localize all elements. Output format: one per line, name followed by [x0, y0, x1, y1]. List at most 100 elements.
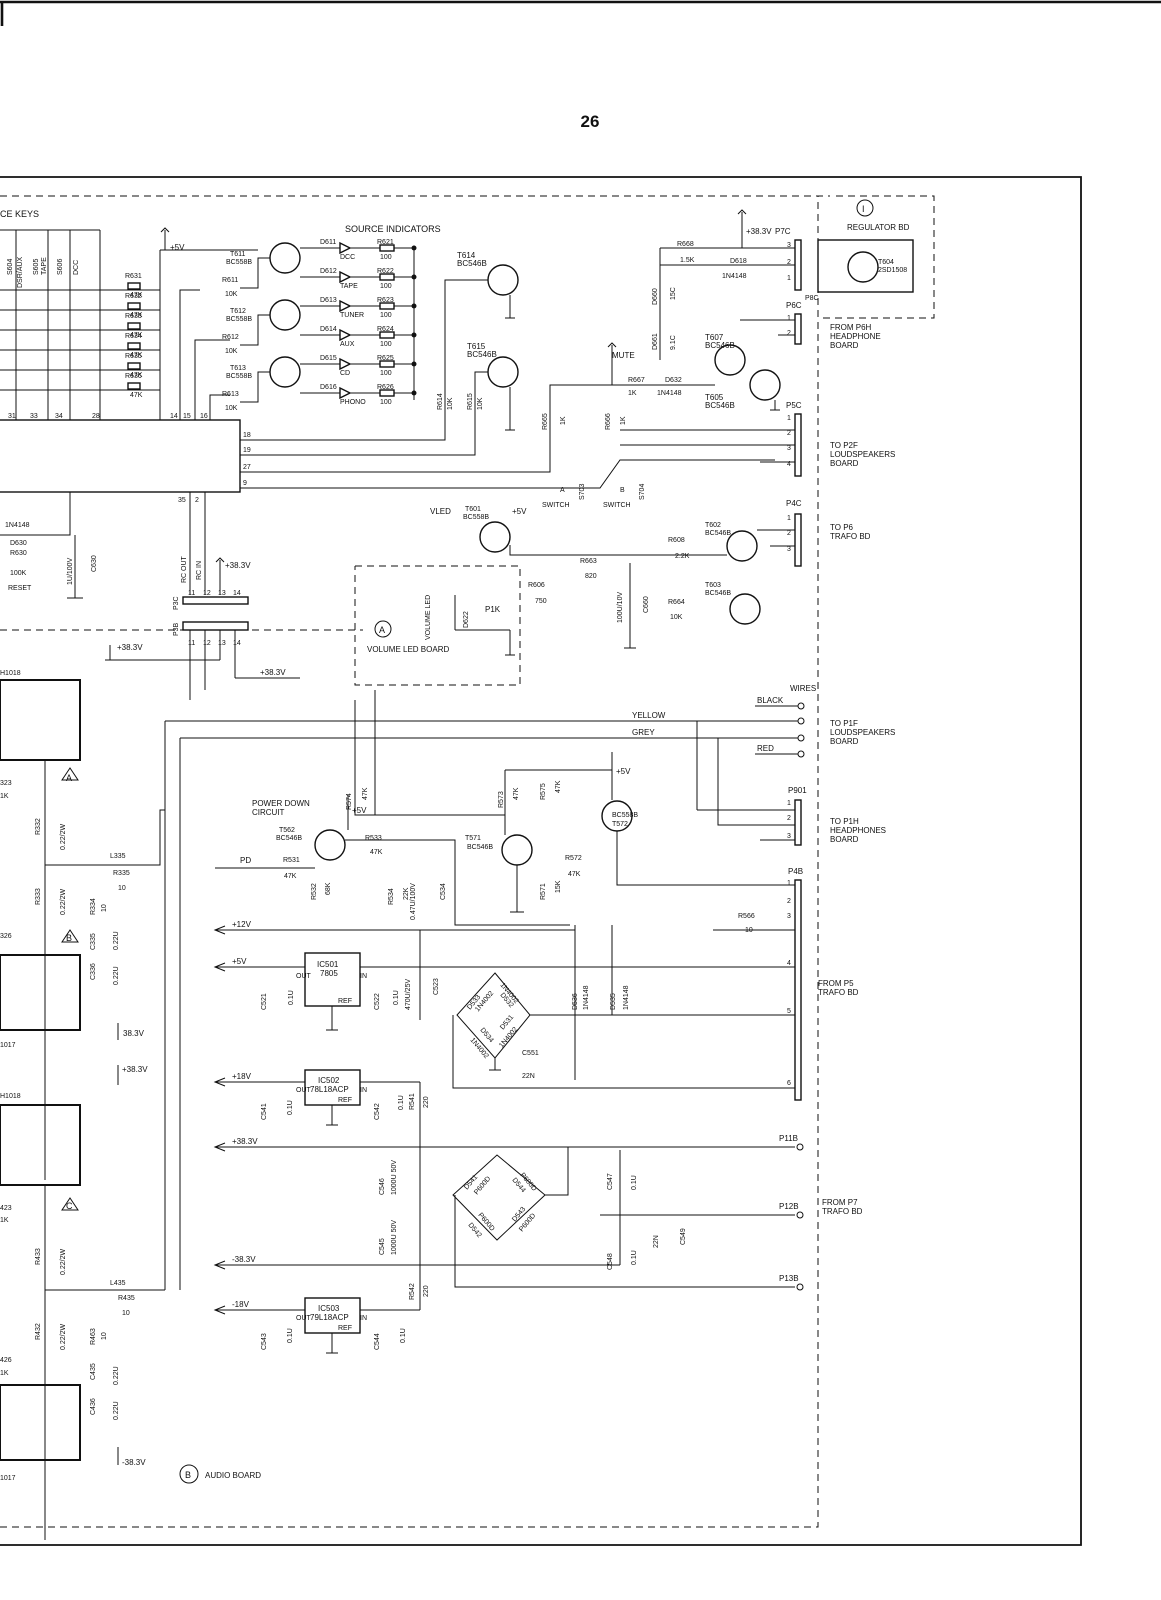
r332-name: R332 [35, 818, 42, 835]
t615-type: BC546B [467, 350, 497, 359]
c548-name: C548 [607, 1253, 614, 1270]
t604-name: T604 [878, 259, 894, 266]
p3b-pin: 13 [218, 640, 226, 647]
c660-value: 100U/10V [617, 592, 624, 623]
key-resistor [127, 302, 141, 310]
from-p7-trafo-label: TRAFO BD [822, 1207, 863, 1216]
d542-name: D542 [466, 1222, 482, 1239]
vled-label: VLED [430, 507, 451, 516]
indicator-resistor [379, 244, 395, 252]
p1k-label: P1K [485, 605, 501, 614]
regulator-board: I REGULATOR BD T604 2SD1508 P8C [805, 199, 914, 302]
indicator-resistor-value: 100 [380, 341, 392, 348]
r334-value: 10 [101, 904, 108, 912]
ic-pin-bottom: 2 [195, 497, 199, 504]
r573-value: 47K [513, 787, 520, 800]
indicator-resistor-value: 100 [380, 399, 392, 406]
r541-name: R541 [409, 1093, 416, 1110]
to-p6-trafo-label: TRAFO BD [830, 532, 871, 541]
to-p6-label: TO P6 [830, 523, 854, 532]
t607-type: BC546B [705, 341, 735, 350]
c336-name: C336 [90, 963, 97, 980]
source-indicator-block: SOURCE INDICATORS D611DCCR621100D612TAPE… [300, 224, 441, 406]
c523-value: 470U/25V [405, 979, 412, 1010]
indicator-resistor-value: 100 [380, 312, 392, 319]
supply-38v-p3b-label: +38.3V [260, 668, 286, 677]
r542-name: R542 [409, 1283, 416, 1300]
p901-pin: 3 [787, 833, 791, 840]
ic502-type: 78L18ACP [310, 1085, 349, 1094]
t562-name: T562 [279, 827, 295, 834]
t603-name: T603 [705, 582, 721, 589]
power-rail-label: -38.3V [232, 1255, 256, 1264]
c545-name: C545 [379, 1238, 386, 1255]
t571-name: T571 [465, 835, 481, 842]
loudspeakers-board-label: BOARD [830, 459, 859, 468]
c534-name: C534 [440, 883, 447, 900]
switch-a-label: A [560, 487, 565, 494]
c436-value: 0.22U [113, 1401, 120, 1420]
r668-value: 1.5K [680, 257, 695, 264]
c546-value: 1000U 50V [391, 1160, 398, 1195]
c541-name: C541 [261, 1103, 268, 1120]
r630-name: R630 [10, 550, 27, 557]
r606-value: 750 [535, 598, 547, 605]
d536-value: 1N4148 [583, 985, 590, 1010]
r566-name: R566 [738, 913, 755, 920]
indicator-resistor-name: R623 [377, 297, 394, 304]
p4c-block: P4C 123 TO P6 TRAFO BD T601 BC558B VLED … [430, 499, 871, 649]
p3b-pin: 11 [188, 640, 195, 647]
c630-name: C630 [91, 555, 98, 572]
key-s605-label: S605 [33, 259, 40, 275]
t614-type: BC546B [457, 259, 487, 268]
p3c-pin: 13 [218, 590, 226, 597]
r533-name: R533 [365, 835, 382, 842]
indicator-source-name: CD [340, 370, 350, 377]
black-wire-label: BLACK [757, 696, 784, 705]
t613-type: BC558B [226, 373, 252, 380]
from-p5-label: FROM P5 [818, 979, 854, 988]
t611-name: T611 [230, 251, 246, 258]
rc-out-label: RC OUT [181, 555, 188, 583]
r335-name: R335 [113, 870, 130, 877]
wires-label: WIRES [790, 684, 816, 693]
indicator-diode-name: D611 [320, 239, 336, 246]
r611-name: R611 [222, 277, 238, 284]
r572-name: R572 [565, 855, 582, 862]
d632-value: 1N4148 [657, 390, 682, 397]
p12b-label: P12B [779, 1202, 799, 1211]
c335-name: C335 [90, 933, 97, 950]
ic501-type: 7805 [320, 969, 338, 978]
p7c-pin: 1 [787, 275, 791, 282]
th1018-b-label: H1018 [0, 1093, 21, 1100]
p6c-pins: 12 [787, 315, 791, 337]
d660-name: D660 [652, 288, 659, 305]
audio-marker: B [185, 1470, 191, 1480]
r426-value: 1K [0, 1370, 9, 1377]
c551-value: 22N [522, 1073, 535, 1080]
t571-type: BC546B [467, 844, 493, 851]
wires-block: WIRES BLACK YELLOW GREY RED TO P1F LOUDS… [164, 684, 895, 1290]
t611-type: BC558B [226, 259, 252, 266]
supply-neg38v-left-label: -38.3V [122, 1458, 146, 1467]
c335-value: 0.22U [113, 931, 120, 950]
t607-name: T607 [705, 333, 724, 342]
p6c-label: P6C [786, 301, 802, 310]
c521-value: 0.1U [288, 990, 295, 1005]
headphones-label: HEADPHONES [830, 826, 886, 835]
d535-name: D535 [610, 993, 617, 1010]
c534-value: 0.47U/100V [410, 883, 417, 920]
to-p1f-label: TO P1F [830, 719, 858, 728]
ic-pin-right: 19 [243, 447, 251, 454]
r534-value: 22K [403, 887, 410, 900]
d618-name: D618 [730, 258, 747, 265]
ic503-out-label: OUT [296, 1315, 312, 1322]
supply-5v-t601-label: +5V [512, 507, 527, 516]
r664-value: 10K [670, 614, 683, 621]
t605-name: T605 [705, 393, 724, 402]
p3c-pin: 11 [188, 590, 195, 597]
d535-value: 1N4148 [623, 985, 630, 1010]
